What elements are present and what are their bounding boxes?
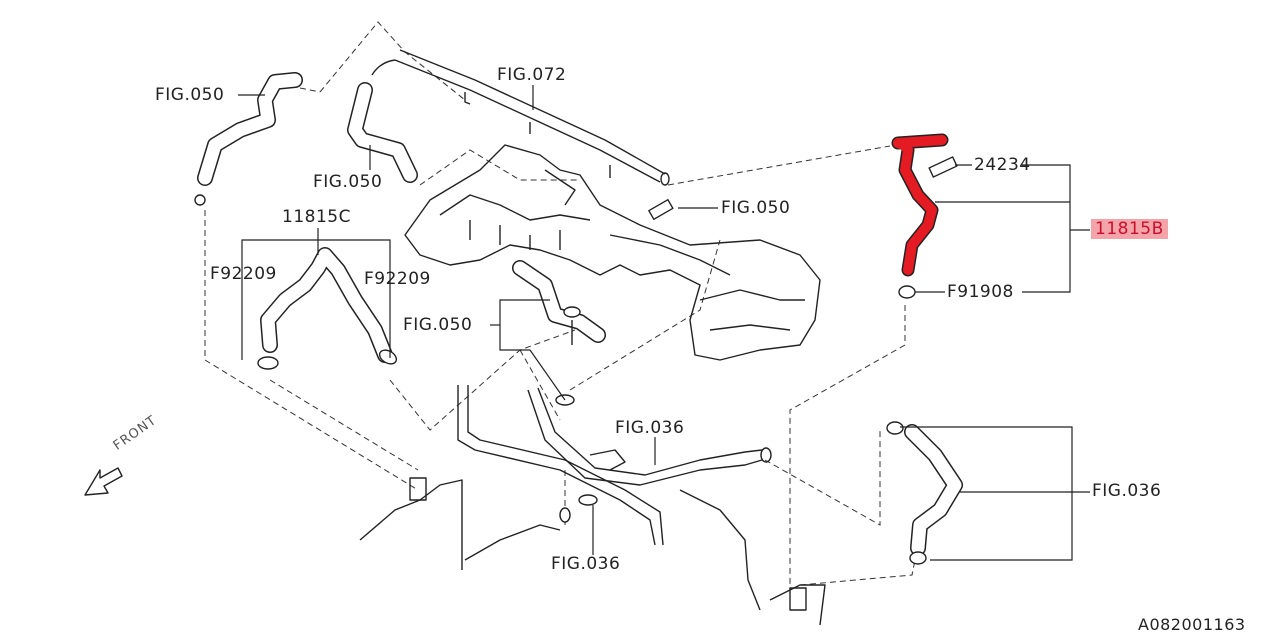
intake-manifold xyxy=(404,144,821,361)
callout-fig072[interactable]: FIG.072 xyxy=(497,65,567,85)
callout-f91908[interactable]: F91908 xyxy=(947,282,1014,302)
callout-fig050-top-left[interactable]: FIG.050 xyxy=(155,85,225,105)
callout-f92209-left[interactable]: F92209 xyxy=(210,264,277,284)
callout-11815b-highlighted[interactable]: 11815B xyxy=(1091,219,1168,239)
leader-lines xyxy=(238,85,1090,561)
pipes-fig036 xyxy=(457,385,772,546)
callout-fig050-upper[interactable]: FIG.050 xyxy=(313,172,383,192)
hose-upper-fig050 xyxy=(347,82,418,183)
hose-11815c xyxy=(257,247,398,370)
callout-24234[interactable]: 24234 xyxy=(974,155,1031,175)
hose-top-left-fig050 xyxy=(194,72,303,206)
hose-11815b-highlighted xyxy=(891,133,949,299)
diagram-id: A082001163 xyxy=(1138,615,1246,634)
assembly-dashed-lines xyxy=(204,21,916,595)
hose-mid-fig050 xyxy=(512,260,606,406)
callout-11815c[interactable]: 11815C xyxy=(282,207,351,227)
callout-f92209-right[interactable]: F92209 xyxy=(364,269,431,289)
callout-fig050-mid[interactable]: FIG.050 xyxy=(403,315,473,335)
pipe-fig072 xyxy=(371,49,670,186)
hose-right-fig036 xyxy=(886,421,963,565)
callout-fig036-bottom[interactable]: FIG.036 xyxy=(551,554,621,574)
engine-block-outline xyxy=(359,477,826,626)
callout-fig036-center[interactable]: FIG.036 xyxy=(615,418,685,438)
callout-fig050-right[interactable]: FIG.050 xyxy=(721,198,791,218)
front-arrow-icon xyxy=(84,467,123,496)
callout-fig036-right[interactable]: FIG.036 xyxy=(1092,481,1162,501)
part-24234 xyxy=(928,156,958,178)
